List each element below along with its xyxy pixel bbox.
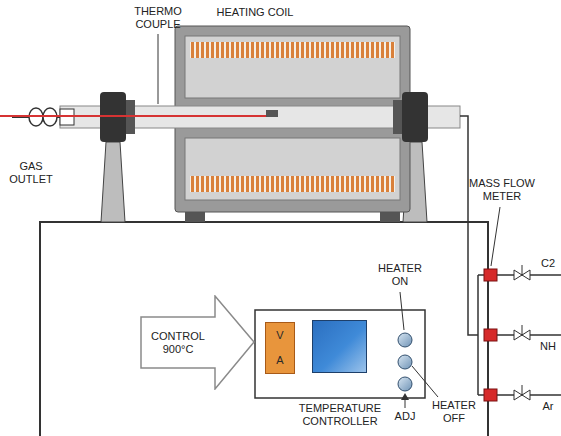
part-label: HEATING COIL (185, 6, 325, 19)
display-screen (312, 320, 367, 373)
button-label: HEATER ON (372, 262, 428, 287)
button-label: ADJ (388, 410, 422, 423)
controller-label: TEMPERATURE CONTROLLER (285, 402, 395, 427)
part-label: GAS OUTLET (3, 160, 59, 185)
button-label: HEATER OFF (426, 399, 482, 424)
meter-letter: A (276, 354, 283, 367)
gas-label: C2 (538, 257, 558, 270)
gas-label: Ar (538, 400, 558, 413)
arrow-shape (140, 295, 255, 390)
part-label: THERMO COUPLE (128, 5, 188, 30)
arrow-outline (141, 296, 254, 389)
part-label: MASS FLOW METER (466, 177, 538, 202)
volt-amp-meter: VA (265, 322, 295, 374)
control-text: CONTROL 900°C (144, 330, 212, 355)
control-arrow: CONTROL 900°C (140, 295, 255, 390)
meter-letter: V (276, 329, 283, 342)
temperature-controller: TEMPERATURE CONTROLLER (285, 320, 395, 428)
gas-label: NH (538, 340, 558, 353)
